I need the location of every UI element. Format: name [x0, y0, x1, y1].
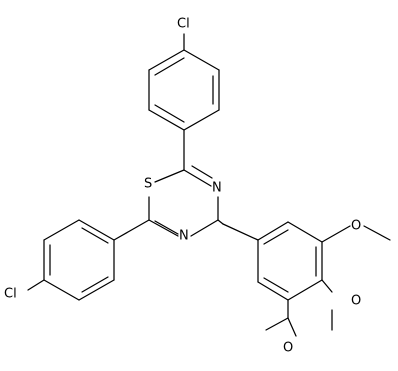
chlorine-atom-top: Cl	[177, 17, 190, 32]
thiadiazine-ring	[148, 129, 224, 237]
trimethoxyphenyl-ring	[222, 221, 391, 337]
atom-labels: Cl S N N Cl O O O	[4, 17, 361, 356]
sulfur-atom: S	[144, 177, 152, 192]
oxygen-atom-middle: O	[351, 294, 361, 309]
nitrogen-atom-left: N	[179, 229, 189, 244]
oxygen-atom-upper: O	[351, 219, 361, 234]
nitrogen-atom-right: N	[212, 181, 222, 196]
chlorine-atom-bottom: Cl	[4, 287, 17, 302]
chlorophenyl-ring-top	[148, 33, 220, 131]
chlorophenyl-ring-left	[27, 219, 150, 301]
oxygen-atom-lower: O	[283, 341, 293, 356]
